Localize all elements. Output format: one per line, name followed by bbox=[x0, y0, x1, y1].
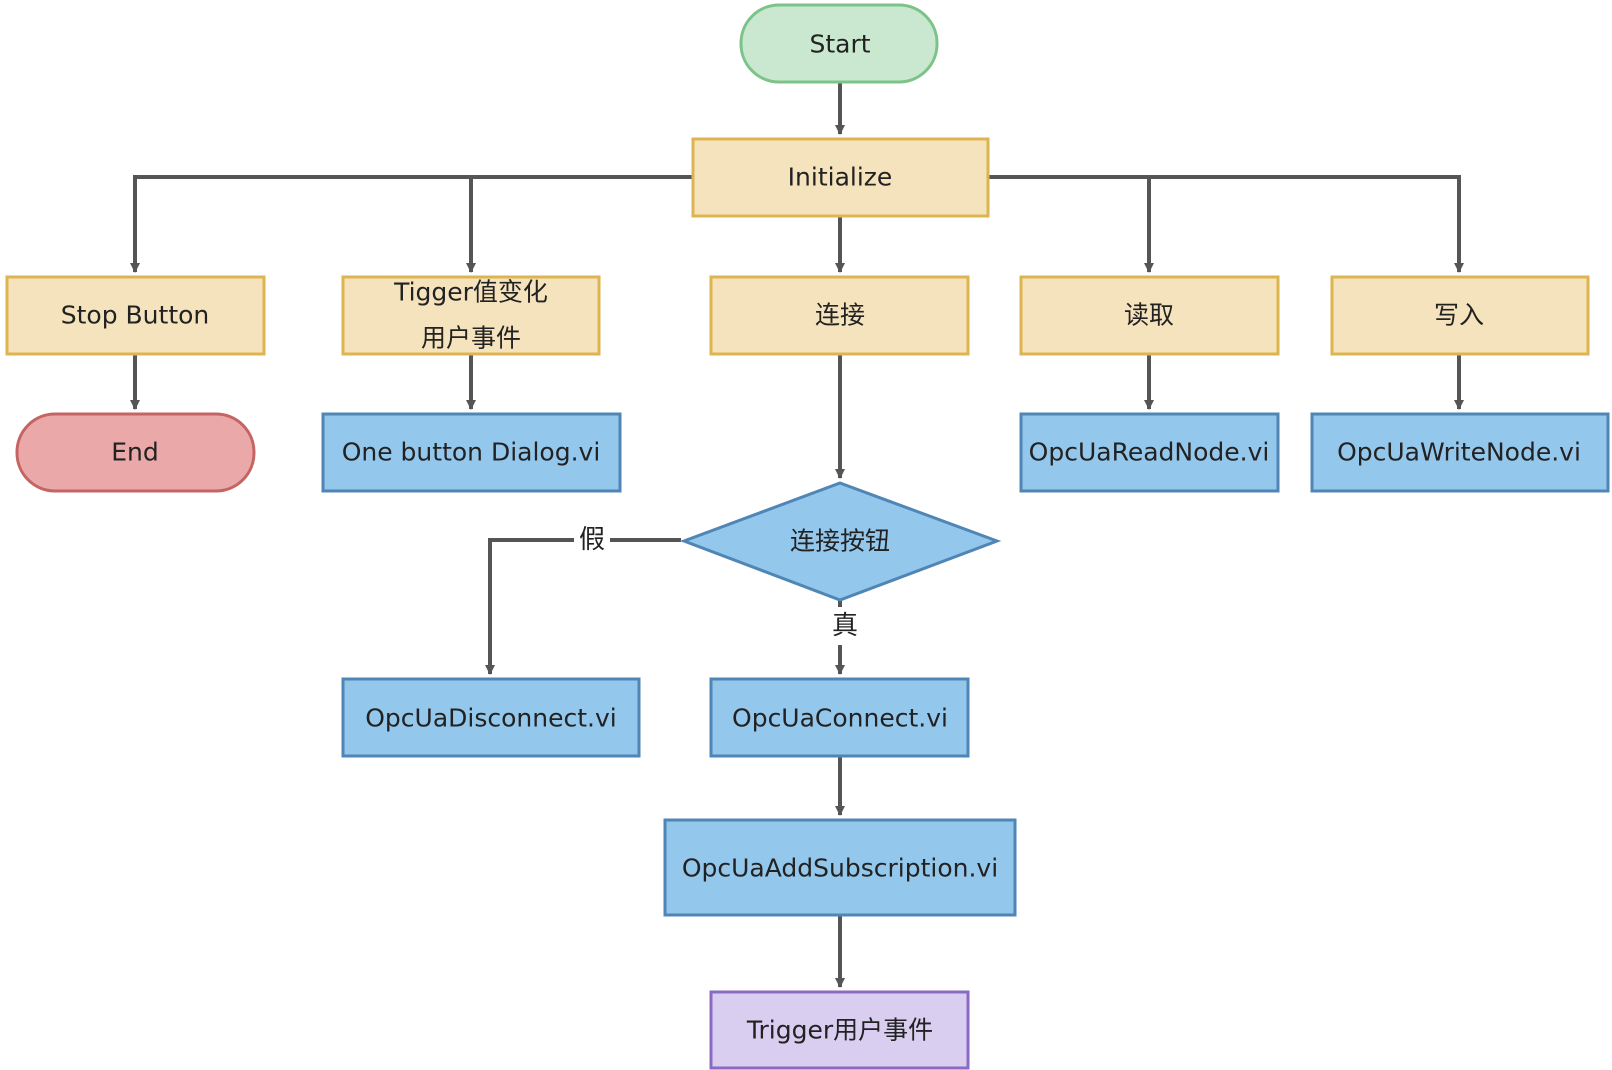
node-initialize-shape bbox=[691, 137, 990, 218]
node-opc-connect: OpcUaConnect.vi bbox=[709, 677, 970, 758]
node-add-subscription-shape bbox=[663, 818, 1017, 917]
edge-decision-disconnect bbox=[485, 538, 681, 675]
node-read-shape bbox=[1019, 275, 1280, 356]
node-one-button-dialog-shape bbox=[321, 412, 622, 493]
node-initialize: Initialize bbox=[691, 137, 990, 218]
node-trigger-event-label: Trigger用户事件 bbox=[746, 1016, 933, 1045]
node-opc-connect-shape bbox=[709, 677, 970, 758]
node-connect-label: 连接 bbox=[815, 301, 865, 330]
node-stop-button-shape bbox=[5, 275, 266, 356]
node-tigger-shape bbox=[341, 275, 601, 356]
edge-label-true: 真 bbox=[826, 607, 864, 645]
node-stop-button: Stop Button bbox=[5, 275, 266, 356]
node-write-label: 写入 bbox=[1434, 301, 1484, 330]
node-stop-button-label: Stop Button bbox=[61, 301, 210, 330]
node-write-node: OpcUaWriteNode.vi bbox=[1310, 412, 1610, 493]
node-end-label: End bbox=[111, 438, 159, 467]
node-write: 写入 bbox=[1330, 275, 1590, 356]
node-tigger: Tigger值变化 用户事件 bbox=[341, 275, 601, 356]
node-read-node-label: OpcUaReadNode.vi bbox=[1029, 438, 1270, 467]
node-add-subscription-label: OpcUaAddSubscription.vi bbox=[682, 854, 998, 883]
node-read-label: 读取 bbox=[1124, 301, 1174, 330]
node-read-node: OpcUaReadNode.vi bbox=[1019, 412, 1280, 493]
node-disconnect-label: OpcUaDisconnect.vi bbox=[365, 704, 616, 733]
edge-initialize-stop-button bbox=[130, 175, 693, 273]
node-start-label: Start bbox=[809, 30, 870, 59]
node-trigger-event-shape bbox=[709, 990, 970, 1070]
node-connect-shape bbox=[709, 275, 970, 356]
node-disconnect: OpcUaDisconnect.vi bbox=[341, 677, 641, 758]
node-connect-button-decision: 连接按钮 bbox=[679, 481, 1002, 602]
edge-label-false: 假 bbox=[574, 522, 610, 558]
node-tigger-label-line2: 用户事件 bbox=[421, 324, 521, 353]
node-opc-connect-label: OpcUaConnect.vi bbox=[732, 704, 948, 733]
edge-label-true-text: 真 bbox=[832, 611, 858, 641]
node-start-shape bbox=[739, 3, 939, 84]
edge-initialize-write bbox=[988, 175, 1464, 273]
node-one-button-dialog-label: One button Dialog.vi bbox=[342, 438, 601, 467]
node-end-shape bbox=[15, 412, 256, 493]
node-initialize-label: Initialize bbox=[788, 163, 893, 192]
node-connect-button-shape bbox=[679, 481, 1002, 602]
node-read: 读取 bbox=[1019, 275, 1280, 356]
node-trigger-event: Trigger用户事件 bbox=[709, 990, 970, 1070]
node-tigger-label-line1: Tigger值变化 bbox=[393, 278, 548, 307]
node-write-node-label: OpcUaWriteNode.vi bbox=[1337, 438, 1581, 467]
node-connect-button-label: 连接按钮 bbox=[790, 527, 890, 556]
node-start: Start bbox=[739, 3, 939, 84]
node-disconnect-shape bbox=[341, 677, 641, 758]
edge-label-false-text: 假 bbox=[579, 525, 605, 555]
node-add-subscription: OpcUaAddSubscription.vi bbox=[663, 818, 1017, 917]
node-write-shape bbox=[1330, 275, 1590, 356]
node-end: End bbox=[15, 412, 256, 493]
node-connect: 连接 bbox=[709, 275, 970, 356]
node-one-button-dialog: One button Dialog.vi bbox=[321, 412, 622, 493]
node-read-node-shape bbox=[1019, 412, 1280, 493]
node-write-node-shape bbox=[1310, 412, 1610, 493]
